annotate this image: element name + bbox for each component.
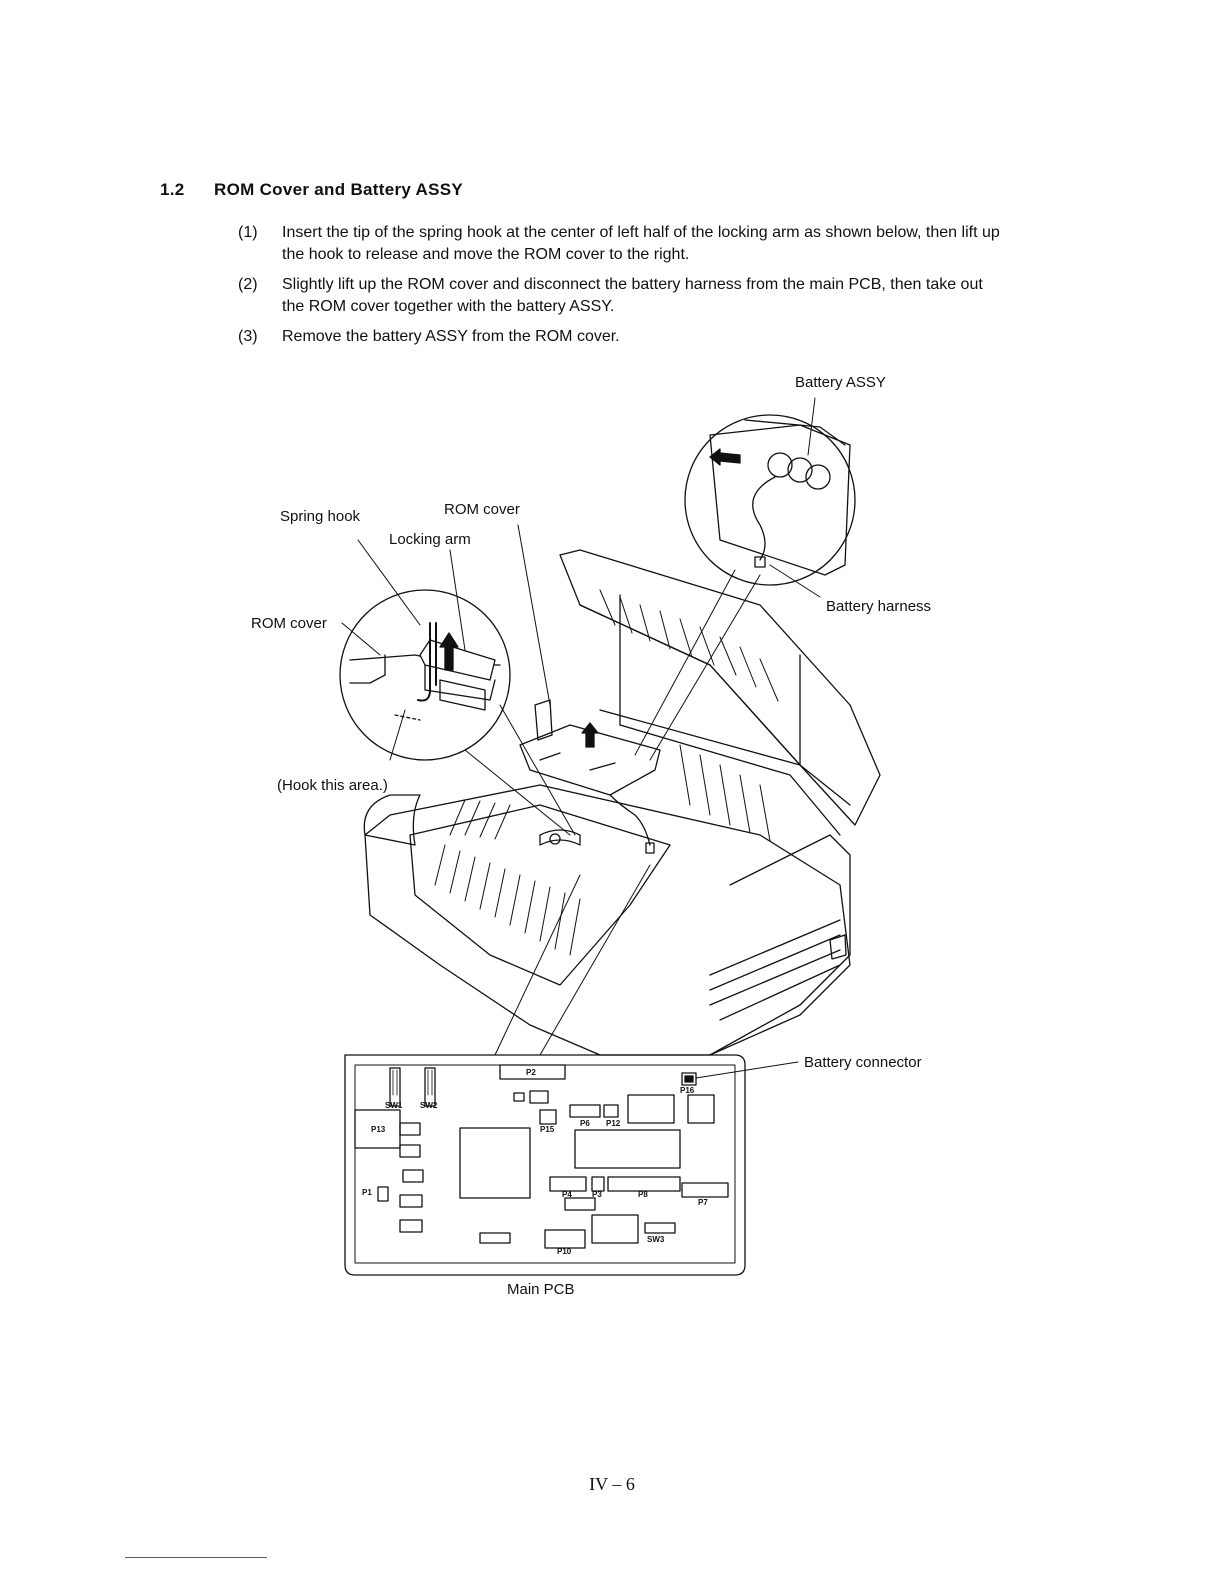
- pcb-label-p8: P8: [638, 1190, 648, 1199]
- step-number: (1): [238, 224, 258, 241]
- battery-assy-label: Battery ASSY: [795, 374, 886, 391]
- leader-lines: [341, 397, 821, 1079]
- pcb-label-sw1: SW1: [385, 1101, 403, 1110]
- pcb-label-p12: P12: [606, 1119, 621, 1128]
- hook-detail-circle: [339, 589, 511, 761]
- step-item: (3) Remove the battery ASSY from the ROM…: [238, 326, 1008, 348]
- page-number: IV – 6: [589, 1474, 635, 1494]
- section-heading: 1.2 ROM Cover and Battery ASSY: [160, 180, 463, 200]
- pcb-label-p7: P7: [698, 1198, 708, 1207]
- step-item: (1) Insert the tip of the spring hook at…: [238, 222, 1008, 266]
- locking-arm-label: Locking arm: [389, 531, 471, 548]
- footer-rule: [125, 1557, 267, 1558]
- hook-area-label: (Hook this area.): [277, 777, 388, 794]
- procedure-steps: (1) Insert the tip of the spring hook at…: [238, 222, 1008, 356]
- pcb-label-p3: P3: [592, 1190, 602, 1199]
- battery-connector-label: Battery connector: [804, 1054, 922, 1071]
- step-text: Remove the battery ASSY from the ROM cov…: [282, 328, 620, 345]
- pcb-label-p6: P6: [580, 1119, 590, 1128]
- section-number: 1.2: [160, 180, 185, 199]
- disassembly-figure: Battery ASSY Spring hook ROM cover Locki…: [240, 365, 960, 1305]
- pcb-label-p1: P1: [362, 1188, 372, 1197]
- spring-hook-label: Spring hook: [280, 508, 361, 525]
- rom-cover-left-label: ROM cover: [251, 615, 327, 632]
- pcb-label-p2: P2: [526, 1068, 536, 1077]
- section-title: ROM Cover and Battery ASSY: [214, 180, 464, 199]
- main-pcb-board: [344, 1054, 746, 1276]
- step-text: Slightly lift up the ROM cover and disco…: [282, 276, 983, 315]
- pcb-label-p15: P15: [540, 1125, 555, 1134]
- step-text: Insert the tip of the spring hook at the…: [282, 224, 1000, 263]
- pcb-label-p10: P10: [557, 1247, 572, 1256]
- pcb-label-p13: P13: [371, 1125, 386, 1134]
- pcb-label-sw2: SW2: [420, 1101, 438, 1110]
- main-pcb-label: Main PCB: [507, 1281, 575, 1298]
- pcb-label-p16: P16: [680, 1086, 695, 1095]
- battery-detail-circle: [684, 414, 856, 586]
- pcb-label-p4: P4: [562, 1190, 572, 1199]
- rom-cover-top-label: ROM cover: [444, 501, 520, 518]
- battery-harness-label: Battery harness: [826, 598, 932, 615]
- pcb-label-sw3: SW3: [647, 1235, 665, 1244]
- machine-illustration: [339, 397, 881, 1276]
- step-item: (2) Slightly lift up the ROM cover and d…: [238, 274, 1008, 318]
- step-number: (3): [238, 328, 258, 345]
- step-number: (2): [238, 276, 258, 293]
